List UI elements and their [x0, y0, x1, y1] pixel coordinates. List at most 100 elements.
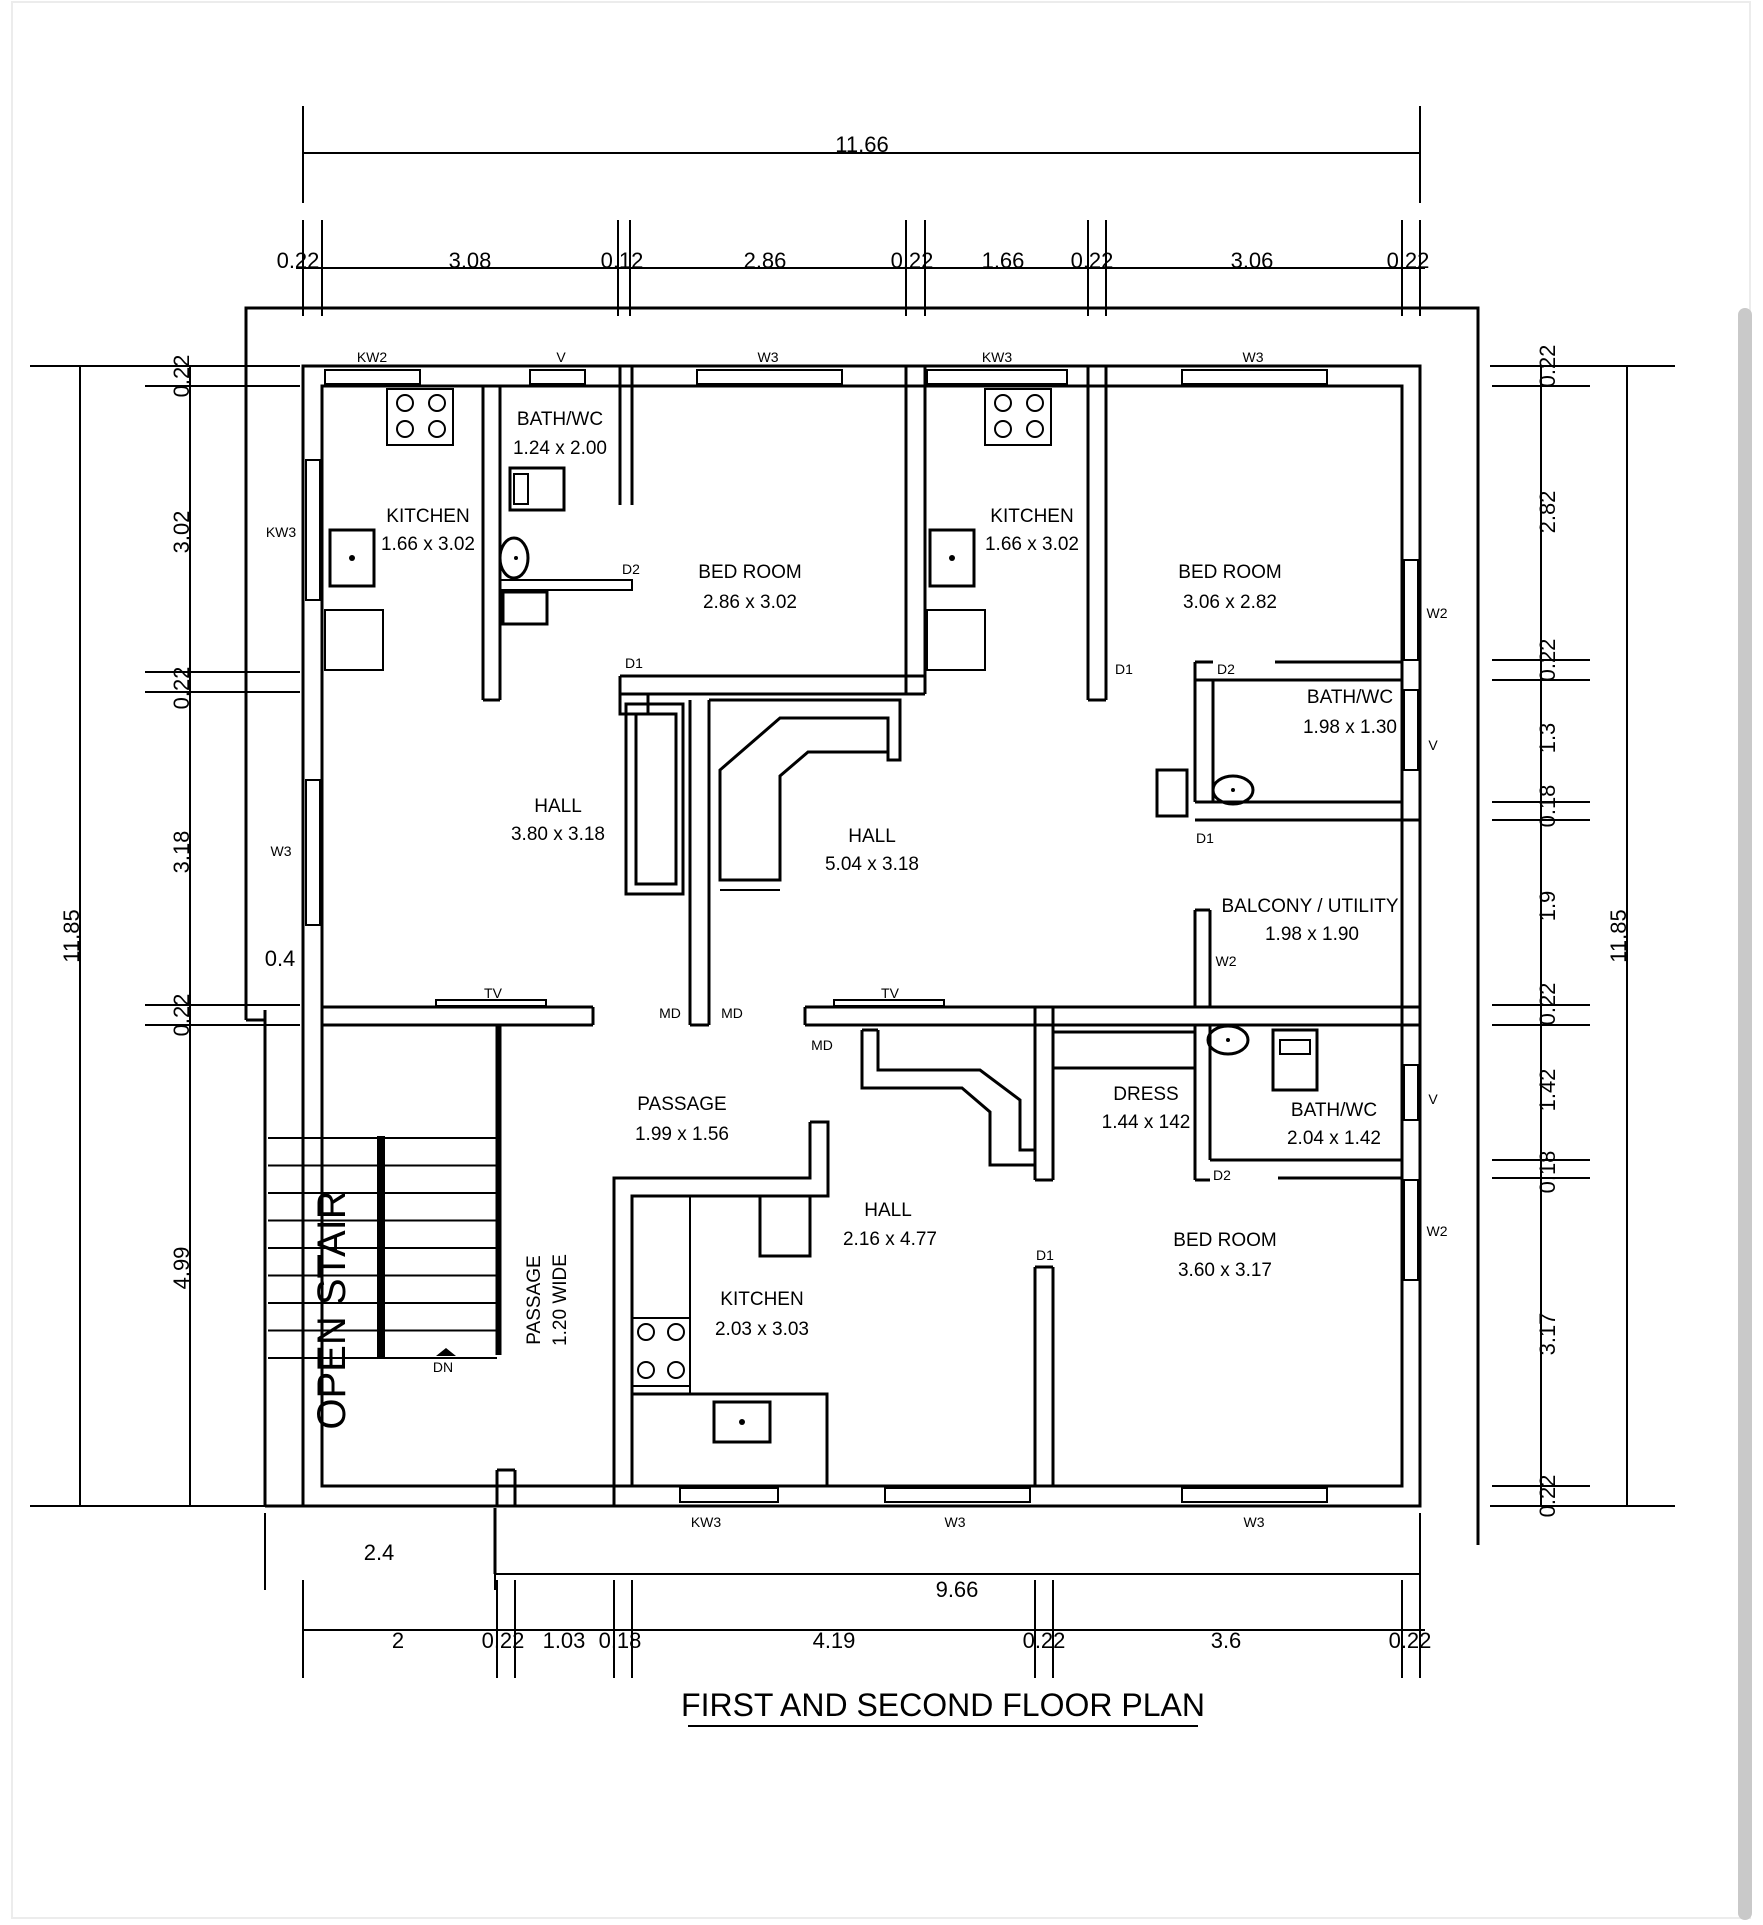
tag-tv-2: TV [881, 985, 900, 1001]
bath1-size: 1.24 x 2.00 [513, 438, 607, 459]
bath1-name: BATH/WC [517, 409, 603, 430]
dim-left-3: 0.22 [169, 667, 194, 710]
bed3-name: BED ROOM [1173, 1230, 1276, 1251]
tag-w3-bottom2: W3 [1244, 1514, 1265, 1530]
bath2-name: BATH/WC [1307, 687, 1393, 708]
tag-w3-top2: W3 [1243, 349, 1264, 365]
kitchen1-name: KITCHEN [386, 506, 469, 527]
dress-size: 1.44 x 142 [1102, 1112, 1191, 1133]
dimension-labels: 11.66 0.22 3.08 0.12 2.86 0.22 1.66 0.22… [59, 132, 1631, 1653]
bath3-name: BATH/WC [1291, 1100, 1377, 1121]
balcony-name: BALCONY / UTILITY [1221, 896, 1398, 917]
dim-bottom-3: 1.03 [543, 1628, 586, 1653]
tag-d1-bed1: D1 [625, 655, 643, 671]
dim-top-3: 0.12 [601, 248, 644, 273]
dim-right-5: 0.18 [1535, 785, 1560, 828]
dimension-lines [30, 106, 1675, 1678]
dim-right-total: 11.85 [1606, 909, 1631, 962]
dim-top-4: 2.86 [744, 248, 787, 273]
dim-right-6: 1.9 [1535, 891, 1560, 922]
dim-right-11: 0.22 [1535, 1475, 1560, 1518]
hall-staircase-detail [618, 692, 1035, 1258]
hall2-size: 5.04 x 3.18 [825, 854, 919, 875]
tag-kw3-left: KW3 [266, 524, 297, 540]
tag-v-top: V [556, 349, 566, 365]
balcony-size: 1.98 x 1.90 [1265, 924, 1359, 945]
dim-right-3: 0.22 [1535, 639, 1560, 682]
dim-top-2: 3.08 [449, 248, 492, 273]
kitchen3-name: KITCHEN [720, 1289, 803, 1310]
hall1-size: 3.80 x 3.18 [511, 824, 605, 845]
dim-right-8: 1.42 [1535, 1069, 1560, 1112]
dim-top-7: 0.22 [1071, 248, 1114, 273]
stair-label: OPEN STAIR [310, 1190, 354, 1429]
dim-top-8: 3.06 [1231, 248, 1274, 273]
tag-md-3: MD [811, 1037, 833, 1053]
dim-bottom-1: 2 [392, 1628, 404, 1653]
bed3-size: 3.60 x 3.17 [1178, 1260, 1272, 1281]
dim-left-2: 3.02 [169, 511, 194, 554]
kitchen1-size: 1.66 x 3.02 [381, 534, 475, 555]
tag-w2-balcony: W2 [1216, 953, 1237, 969]
dim-right-9: 0.18 [1535, 1151, 1560, 1194]
plan-title: FIRST AND SECOND FLOOR PLAN [681, 1687, 1205, 1723]
room-labels: KITCHEN 1.66 x 3.02 BATH/WC 1.24 x 2.00 … [310, 409, 1399, 1430]
dim-right-10: 3.17 [1535, 1313, 1560, 1356]
windows [305, 369, 1419, 1503]
passage-wide-line2: 1.20 WIDE [550, 1254, 571, 1346]
dim-bottom-2: 0.22 [482, 1628, 525, 1653]
tag-kw3-top: KW3 [982, 349, 1013, 365]
dim-bottom-5: 4.19 [813, 1628, 856, 1653]
tag-kw3-bottom: KW3 [691, 1514, 722, 1530]
tag-md-1: MD [659, 1005, 681, 1021]
walls [263, 364, 1422, 1508]
dim-left-1: 0.22 [169, 355, 194, 398]
hall2-name: HALL [848, 826, 896, 847]
dim-right-7: 0.22 [1535, 983, 1560, 1026]
tag-d2-bath2: D2 [1217, 661, 1235, 677]
tag-d2-bath1: D2 [622, 561, 640, 577]
dim-top-1: 0.22 [277, 248, 320, 273]
tag-d1-bath2: D1 [1196, 830, 1214, 846]
vertical-scrollbar[interactable] [1738, 308, 1752, 1920]
bed1-size: 2.86 x 3.02 [703, 592, 797, 613]
dim-bottom-offset: 2.4 [364, 1540, 395, 1565]
passage-wide-line1: PASSAGE [524, 1255, 545, 1344]
dim-right-4: 1.3 [1535, 723, 1560, 754]
tag-v-right2: V [1428, 1091, 1438, 1107]
tag-v-right1: V [1428, 737, 1438, 753]
tag-d1-bed2: D1 [1115, 661, 1133, 677]
dim-left-6: 4.99 [169, 1247, 194, 1290]
tag-w3-left: W3 [271, 843, 292, 859]
bed2-size: 3.06 x 2.82 [1183, 592, 1277, 613]
dim-top-9: 0.22 [1387, 248, 1430, 273]
bath3-size: 2.04 x 1.42 [1287, 1128, 1381, 1149]
dim-right-1: 0.22 [1535, 345, 1560, 388]
tag-w3-top1: W3 [758, 349, 779, 365]
dress-name: DRESS [1113, 1084, 1178, 1105]
dim-bottom-7: 3.6 [1211, 1628, 1242, 1653]
tag-tv-1: TV [484, 985, 503, 1001]
dim-top-6: 1.66 [982, 248, 1025, 273]
stair-dn-label: DN [433, 1359, 453, 1375]
dim-left-total: 11.85 [59, 909, 84, 962]
tag-d1-bed3: D1 [1036, 1247, 1054, 1263]
kitchen3-size: 2.03 x 3.03 [715, 1319, 809, 1340]
kitchen2-size: 1.66 x 3.02 [985, 534, 1079, 555]
dim-left-5: 0.22 [169, 994, 194, 1037]
dim-top-5: 0.22 [891, 248, 934, 273]
dim-left-4: 3.18 [169, 831, 194, 874]
slab-outline [244, 306, 1480, 1574]
bath2-size: 1.98 x 1.30 [1303, 717, 1397, 738]
fixtures [324, 388, 1319, 1488]
opening-tags: KW2 V W3 KW3 W3 KW3 W3 W2 V V W2 W2 KW3 … [266, 349, 1448, 1530]
hall3-size: 2.16 x 4.77 [843, 1229, 937, 1250]
hall1-name: HALL [534, 796, 582, 817]
tag-w2-right1: W2 [1427, 605, 1448, 621]
passage-size: 1.99 x 1.56 [635, 1124, 729, 1145]
stair-arrow-icon [436, 1348, 456, 1356]
bed2-name: BED ROOM [1178, 562, 1281, 583]
dim-bottom-8: 0.22 [1389, 1628, 1432, 1653]
